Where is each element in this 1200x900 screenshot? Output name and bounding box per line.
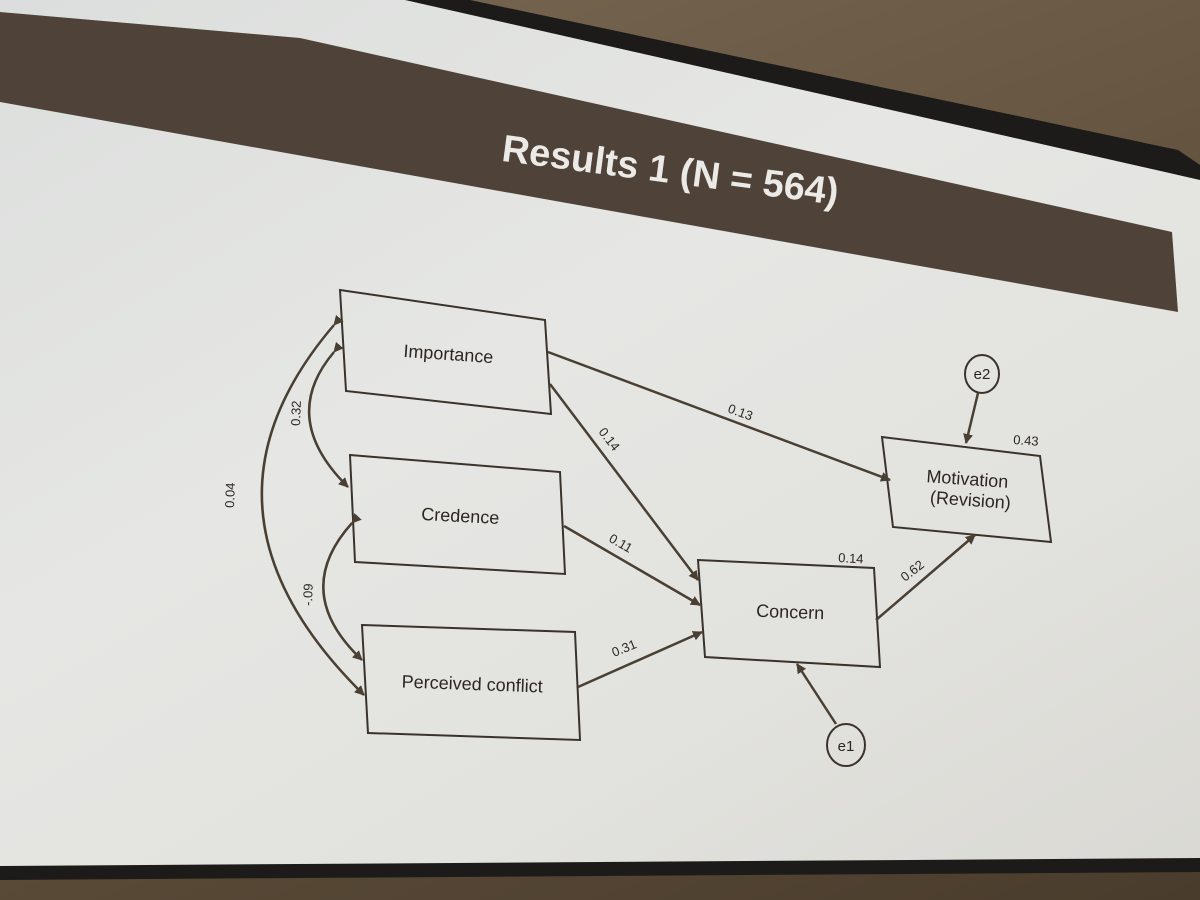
coef-importance-conflict: 0.04 [222,482,238,508]
coef-conflict-concern: 0.31 [610,636,639,659]
path-e2-motivation [963,392,980,444]
correlation-credence-conflict [322,512,363,661]
motivation-box [880,435,1053,544]
r2-concern: 0.14 [838,550,864,566]
e2-circle [964,354,1000,394]
motivation-label-line2: (Revision) [929,487,1011,513]
path-e1-concern [795,663,838,725]
perceived-conflict-label: Perceived conflict [401,672,543,697]
e2-label: e2 [974,366,991,383]
path-concern-motivation [875,534,976,621]
path-importance-concern [549,383,699,581]
coef-credence-conflict: -.09 [300,583,316,606]
perceived-conflict-box [360,623,582,742]
concern-label: Concern [756,601,825,623]
path-credence-concern [563,524,701,607]
concern-box [696,558,882,669]
correlation-importance-credence [307,341,349,488]
r2-motivation: 0.43 [1013,432,1039,449]
path-conflict-concern [577,630,703,689]
coef-importance-credence: 0.32 [288,400,304,426]
credence-label: Credence [421,504,500,528]
e1-circle [826,723,866,767]
importance-label: Importance [403,341,494,367]
correlation-importance-conflict [260,314,365,696]
e1-label: e1 [838,738,855,755]
path-importance-motivation [547,350,891,482]
